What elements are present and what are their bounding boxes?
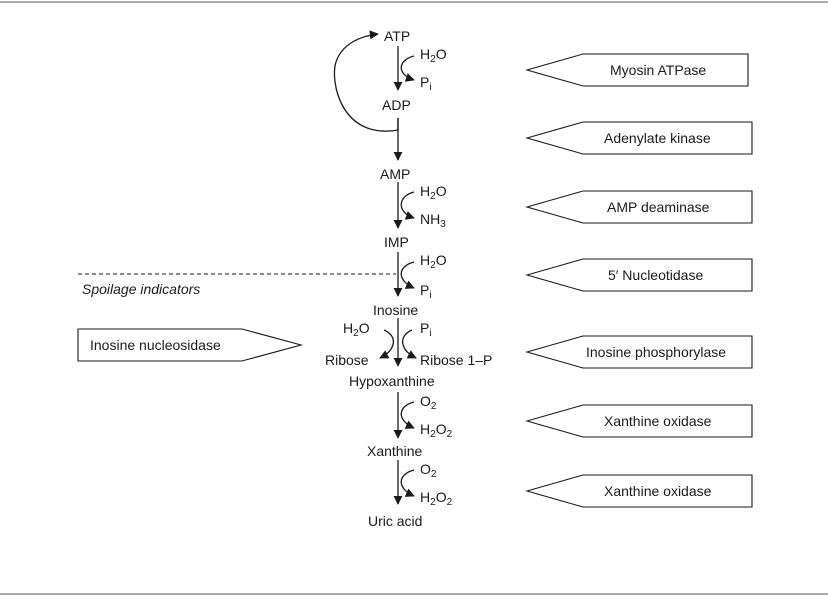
compound-xanthine: Xanthine bbox=[367, 443, 422, 459]
cofactor-h2o-2: H2O bbox=[420, 183, 447, 199]
cofactor-o2-2: O2 bbox=[420, 461, 436, 477]
cofactor-pi-3: Pi bbox=[420, 320, 432, 336]
curve-h2o-nh3 bbox=[401, 192, 414, 218]
enzyme-xanthine-oxidase-2: Xanthine oxidase bbox=[604, 483, 711, 499]
cofactor-h2o-1: H2O bbox=[420, 46, 447, 62]
cofactor-pi-2: Pi bbox=[420, 282, 432, 298]
compound-ribose: Ribose bbox=[325, 352, 369, 368]
curve-o2-h2o2-1 bbox=[401, 402, 414, 428]
cofactor-pi-1: Pi bbox=[420, 74, 432, 90]
enzyme-inosine-phosphorylase: Inosine phosphorylase bbox=[586, 344, 726, 360]
cofactor-h2o-3: H2O bbox=[420, 252, 447, 268]
enzyme-adenylate-kinase: Adenylate kinase bbox=[604, 130, 711, 146]
enzyme-myosin-atpase: Myosin ATPase bbox=[610, 62, 706, 78]
enzyme-nucleotidase: 5′ Nucleotidase bbox=[608, 267, 703, 283]
compound-adp: ADP bbox=[382, 97, 411, 113]
compound-atp: ATP bbox=[384, 28, 410, 44]
curve-h2o-pi-1 bbox=[401, 56, 414, 80]
compound-uric-acid: Uric acid bbox=[368, 513, 422, 529]
enzyme-inosine-nucleosidase: Inosine nucleosidase bbox=[90, 337, 221, 353]
cofactor-nh3: NH3 bbox=[420, 211, 446, 227]
compound-hypoxanthine: Hypoxanthine bbox=[349, 373, 435, 389]
enzyme-xanthine-oxidase-1: Xanthine oxidase bbox=[604, 413, 711, 429]
enzyme-amp-deaminase: AMP deaminase bbox=[607, 199, 709, 215]
curve-h2o-ribose bbox=[380, 330, 393, 358]
compound-ribose-1p: Ribose 1–P bbox=[420, 352, 492, 368]
curve-h2o-pi-2 bbox=[401, 262, 414, 288]
adp-atp-loop bbox=[334, 34, 398, 131]
curve-o2-h2o2-2 bbox=[401, 470, 414, 496]
curve-pi-ribose1p bbox=[403, 330, 416, 358]
cofactor-h2o-4: H2O bbox=[343, 320, 370, 336]
cofactor-o2-1: O2 bbox=[420, 393, 436, 409]
cofactor-h2o2-2: H2O2 bbox=[420, 489, 452, 505]
cofactor-h2o2-1: H2O2 bbox=[420, 421, 452, 437]
compound-imp: IMP bbox=[384, 234, 409, 250]
compound-inosine: Inosine bbox=[373, 302, 418, 318]
spoilage-indicators-label: Spoilage indicators bbox=[82, 281, 200, 297]
compound-amp: AMP bbox=[380, 166, 410, 182]
